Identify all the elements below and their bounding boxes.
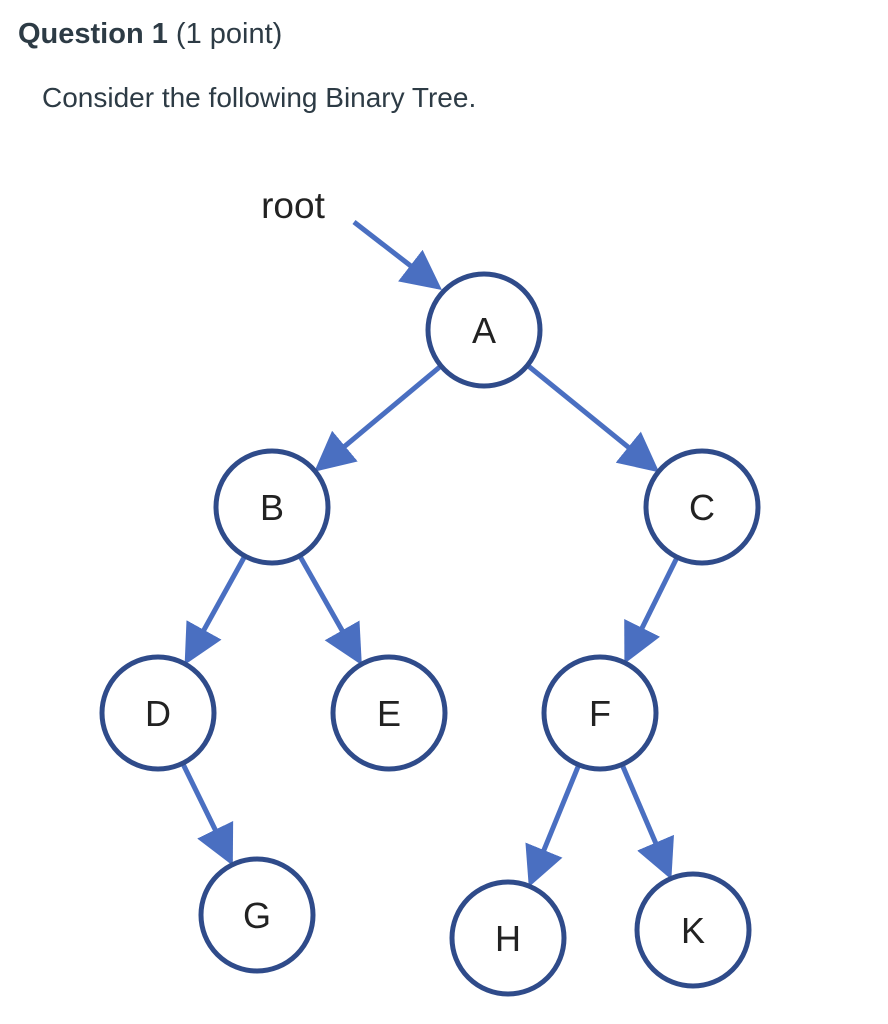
edge-layer (180, 363, 680, 888)
tree-node-h: H (449, 879, 567, 997)
node-label: A (472, 310, 496, 351)
root-label: root (261, 185, 325, 226)
tree-node-d: D (99, 654, 217, 772)
edge-b-e (297, 554, 362, 666)
edge-a-b (314, 363, 443, 472)
tree-node-k: K (634, 871, 752, 989)
edge-b-d (184, 554, 248, 665)
node-label: C (689, 487, 715, 528)
edge-a-c (525, 363, 660, 473)
node-circle (643, 448, 761, 566)
node-circle (449, 879, 567, 997)
tree-node-g: G (198, 856, 316, 974)
node-label: B (260, 487, 284, 528)
tree-node-f: F (541, 654, 659, 772)
node-circle (198, 856, 316, 974)
edge-f-h (525, 763, 582, 888)
node-label: H (495, 918, 521, 959)
node-label: K (681, 910, 705, 951)
node-circle (541, 654, 659, 772)
tree-node-c: C (643, 448, 761, 566)
edge-d-g (180, 762, 234, 866)
node-label: E (377, 693, 401, 734)
tree-node-a: A (425, 271, 543, 389)
question-header: Question 1 (1 point) (18, 14, 282, 54)
root-pointer-arrow (352, 220, 442, 291)
node-layer: A B C D E F G H K (99, 271, 761, 997)
node-circle (634, 871, 752, 989)
node-label: D (145, 693, 171, 734)
node-circle (330, 654, 448, 772)
question-points: (1 point) (175, 18, 283, 50)
edge-f-k (619, 763, 674, 880)
question-prompt: Consider the following Binary Tree. (42, 82, 477, 113)
edge-c-f (624, 556, 680, 664)
question-title: Question 1 (18, 18, 168, 50)
tree-node-b: B (213, 448, 331, 566)
node-circle (99, 654, 217, 772)
node-circle (425, 271, 543, 389)
tree-node-e: E (330, 654, 448, 772)
node-label: G (243, 895, 271, 936)
node-label: F (589, 693, 611, 734)
node-circle (213, 448, 331, 566)
